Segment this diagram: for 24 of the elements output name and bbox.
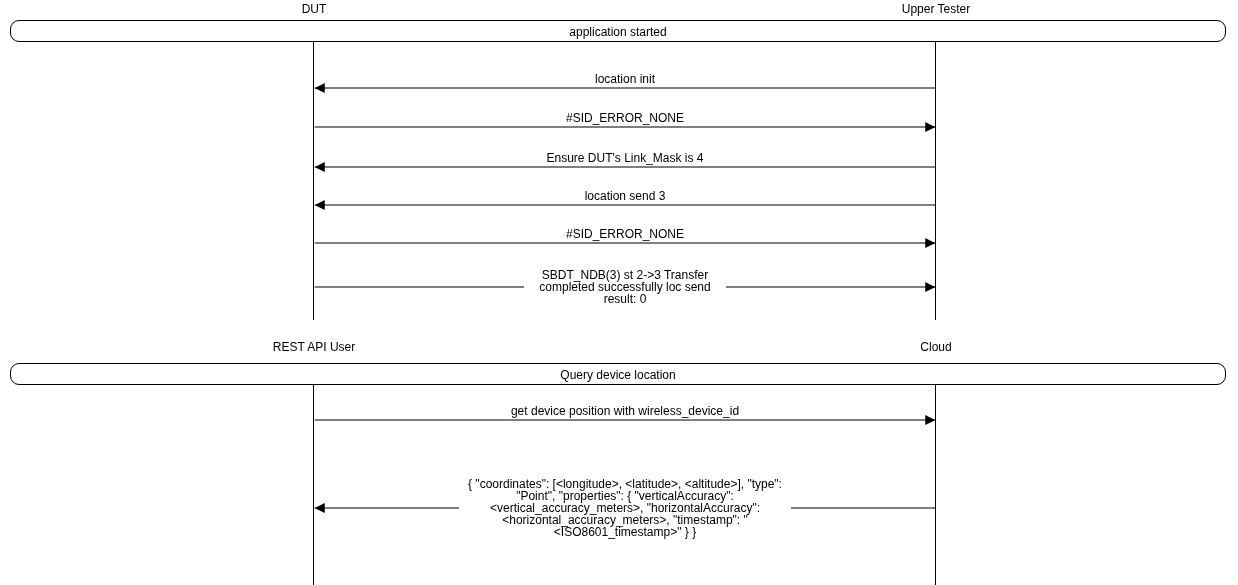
frame-band: application started [10,20,1226,42]
message-arrow [314,162,936,172]
message-arrow [314,238,936,248]
lifeline [935,42,937,320]
participant-label: Cloud [920,340,952,354]
participant-label: Upper Tester [901,2,971,16]
message-arrow [314,200,936,210]
message-label: get device position with wireless_device_id [509,405,741,417]
message-label: Ensure DUT's Link_Mask is 4 [545,152,705,164]
message-label: { "coordinates": [<longitude>, <latitude>, <altitude>], "type": "Point", "properties": { "verticalAccuracy": <vertical_accuracy_meters>, "horizontalAccuracy": <horizontal_accuracy_meters>, "timestamp": "<ISO8601_timestamp>" } } [459,478,791,538]
message-arrow [314,83,936,93]
frame-band: Query device location [10,363,1226,385]
message-label: SBDT_NDB(3) st 2->3 Transfer completed successfully loc send result: 0 [524,269,726,305]
message-arrow [314,122,936,132]
lifeline [935,385,937,585]
lifeline [313,385,315,585]
lifeline [313,42,315,320]
message-arrow [314,415,936,425]
message-label: location send 3 [583,190,667,202]
message-label: location init [594,73,656,85]
message-label: #SID_ERROR_NONE [565,112,685,124]
participant-label: REST API User [272,340,356,354]
participant-label: DUT [301,2,327,16]
message-label: #SID_ERROR_NONE [565,228,685,240]
